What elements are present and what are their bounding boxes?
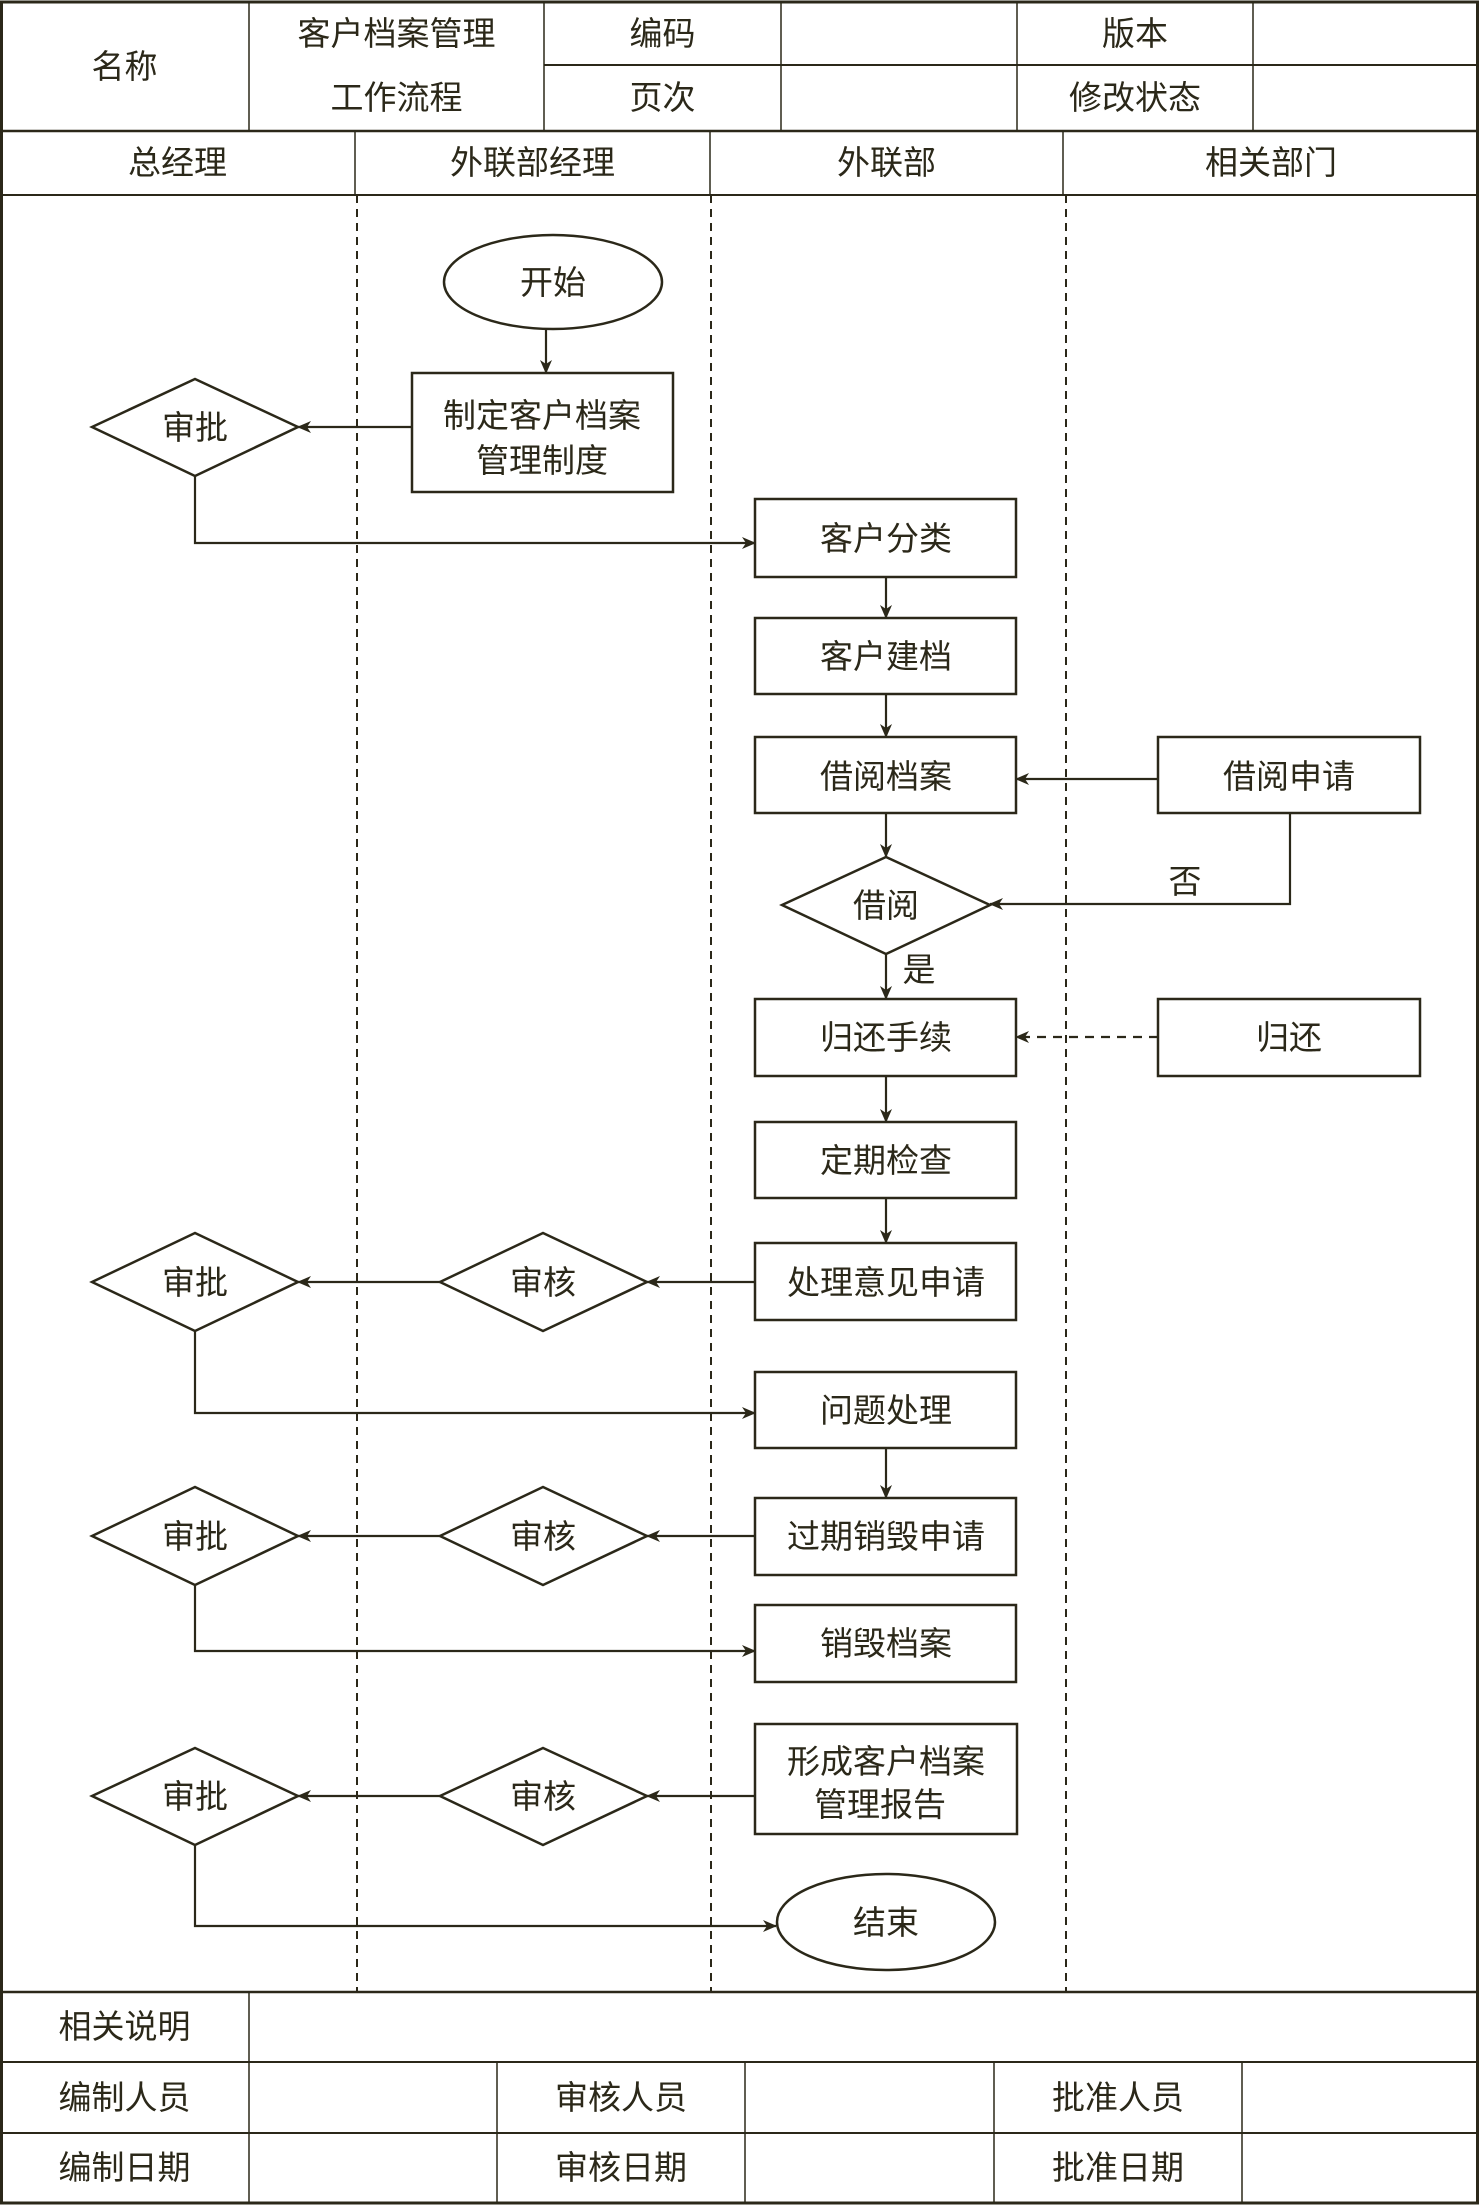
page-label: 页次 (629, 78, 696, 118)
node-approve-4[interactable]: 审批 (89, 1746, 301, 1847)
prepared-date-label: 编制日期 (58, 2148, 191, 2188)
node-review-2-label: 审核 (510, 1517, 576, 1556)
node-approve-2-label: 审批 (162, 1263, 228, 1302)
node-draft-policy[interactable]: 制定客户档案 管理制度 (410, 371, 675, 494)
node-destroy-request[interactable]: 过期销毁申请 (753, 1496, 1018, 1577)
node-start-label: 开始 (520, 263, 586, 302)
node-borrow-file-label: 借阅档案 (820, 757, 952, 796)
notes-label: 相关说明 (58, 2007, 191, 2047)
name-label: 名称 (91, 47, 158, 87)
edge-approve2-to-problem (193, 1331, 756, 1419)
node-archive[interactable]: 客户建档 (753, 616, 1018, 696)
node-review-2[interactable]: 审核 (437, 1485, 650, 1587)
edges (193, 330, 1292, 1932)
node-borrow-decision-label: 借阅 (853, 886, 919, 925)
node-problem-handling[interactable]: 问题处理 (753, 1370, 1018, 1450)
node-approve-4-label: 审批 (162, 1777, 228, 1816)
node-destroy-file[interactable]: 销毁档案 (753, 1603, 1018, 1684)
node-classify[interactable]: 客户分类 (753, 497, 1018, 579)
node-review-3-label: 审核 (510, 1777, 576, 1816)
edge-approve4-to-end (193, 1845, 777, 1932)
node-report-label-2: 管理报告 (814, 1785, 946, 1824)
node-opinion-request[interactable]: 处理意见申请 (753, 1241, 1018, 1322)
node-approve-3-label: 审批 (162, 1517, 228, 1556)
reviewed-by-label: 审核人员 (555, 2077, 687, 2117)
version-label: 版本 (1102, 14, 1168, 54)
node-borrow-decision[interactable]: 借阅 (779, 855, 993, 956)
node-draft-policy-label-1: 制定客户档案 (443, 396, 641, 435)
lane-header-related-dept: 相关部门 (1205, 143, 1337, 183)
node-start[interactable]: 开始 (442, 233, 664, 331)
node-borrow-file[interactable]: 借阅档案 (753, 735, 1018, 815)
node-approve-1-label: 审批 (162, 408, 228, 447)
node-approve-2[interactable]: 审批 (89, 1231, 301, 1333)
edge-label-yes: 是 (903, 950, 936, 989)
node-return[interactable]: 归还 (1156, 997, 1422, 1078)
node-review-1[interactable]: 审核 (437, 1231, 650, 1333)
code-label: 编码 (629, 14, 696, 54)
node-report-label-1: 形成客户档案 (787, 1742, 985, 1781)
node-periodic-check[interactable]: 定期检查 (753, 1120, 1018, 1200)
node-end-label: 结束 (853, 1903, 919, 1942)
node-return-procedure[interactable]: 归还手续 (753, 997, 1018, 1078)
lane-header-liaison-manager: 外联部经理 (450, 143, 615, 183)
node-return-label: 归还 (1256, 1018, 1322, 1057)
edge-request-to-decision-no (989, 813, 1292, 910)
title-line2: 工作流程 (330, 78, 463, 118)
node-archive-label: 客户建档 (820, 637, 952, 676)
revision-label: 修改状态 (1069, 78, 1201, 118)
title-line1: 客户档案管理 (297, 14, 496, 54)
node-approve-3[interactable]: 审批 (89, 1485, 301, 1587)
node-destroy-request-label: 过期销毁申请 (787, 1517, 985, 1556)
reviewed-date-label: 审核日期 (555, 2148, 687, 2188)
node-classify-label: 客户分类 (820, 519, 952, 558)
node-end[interactable]: 结束 (775, 1872, 997, 1972)
node-review-1-label: 审核 (510, 1263, 576, 1302)
node-return-procedure-label: 归还手续 (820, 1018, 952, 1057)
lane-header-liaison-dept: 外联部 (837, 143, 936, 183)
edge-approve3-to-destroyfile (193, 1585, 756, 1657)
edge-approve1-to-classify (193, 476, 756, 549)
node-approve-1[interactable]: 审批 (89, 377, 301, 478)
node-periodic-check-label: 定期检查 (820, 1141, 952, 1180)
prepared-by-label: 编制人员 (58, 2077, 191, 2117)
approved-by-label: 批准人员 (1052, 2077, 1184, 2117)
node-review-3[interactable]: 审核 (437, 1746, 650, 1847)
node-report[interactable]: 形成客户档案 管理报告 (753, 1722, 1019, 1836)
node-opinion-request-label: 处理意见申请 (787, 1263, 985, 1302)
edge-label-no: 否 (1169, 862, 1202, 901)
lane-header-general-manager: 总经理 (128, 143, 227, 183)
node-destroy-file-label: 销毁档案 (820, 1624, 952, 1663)
node-borrow-request-label: 借阅申请 (1223, 757, 1355, 796)
node-borrow-request[interactable]: 借阅申请 (1156, 735, 1422, 815)
node-draft-policy-label-2: 管理制度 (476, 441, 608, 480)
approved-date-label: 批准日期 (1052, 2148, 1184, 2188)
node-problem-handling-label: 问题处理 (820, 1391, 952, 1430)
